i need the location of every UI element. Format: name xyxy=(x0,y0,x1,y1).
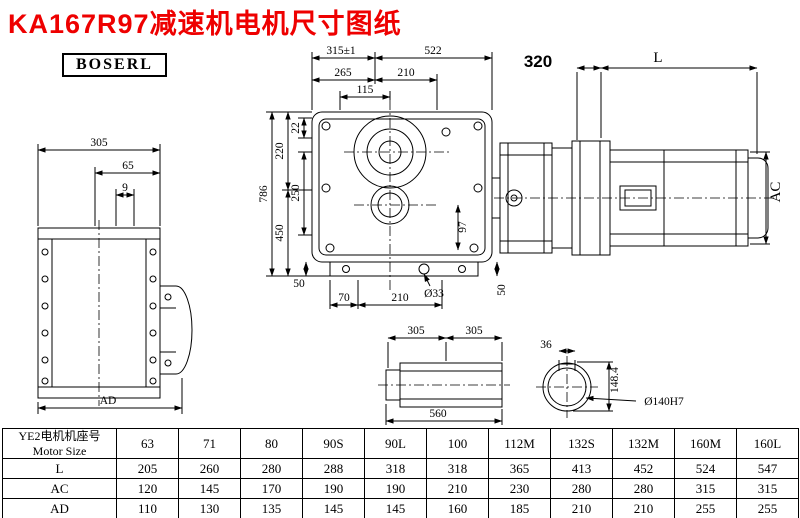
dim-label-250: 250 xyxy=(290,184,302,202)
motor-size-column: 71 xyxy=(178,428,241,459)
table-cell: 145 xyxy=(178,478,241,499)
left-view-dimensions: 305 65 9 AD xyxy=(37,137,183,414)
front-view-dimensions: 315±1 522 265 210 115 786 220 450 22 250… xyxy=(258,45,508,309)
front-view xyxy=(311,100,501,290)
table-cell: 145 xyxy=(302,498,365,518)
table-cell: 280 xyxy=(612,478,675,499)
dim-label-ad: AD xyxy=(100,395,117,407)
motor-size-column: 63 xyxy=(116,428,179,459)
dim-label-560: 560 xyxy=(429,408,447,420)
motor-size-column: 90L xyxy=(364,428,427,459)
table-cell: 160 xyxy=(426,498,489,518)
motor-size-column: 132S xyxy=(550,428,613,459)
motor-size-column: 132M xyxy=(612,428,675,459)
table-cell: 280 xyxy=(240,458,303,479)
table-cell: 210 xyxy=(426,478,489,499)
motor-size-column: 160M xyxy=(674,428,737,459)
table-cell: 135 xyxy=(240,498,303,518)
table-cell: 315 xyxy=(736,478,799,499)
table-cell: 130 xyxy=(178,498,241,518)
table-cell: 255 xyxy=(736,498,799,518)
dim-label-320: 320 xyxy=(524,52,552,71)
dim-label-70: 70 xyxy=(338,292,350,304)
motor-size-column: 90S xyxy=(302,428,365,459)
row-label: AC xyxy=(2,478,117,499)
brand-logo: BOSERL xyxy=(62,53,167,77)
table-cell: 260 xyxy=(178,458,241,479)
table-cell: 255 xyxy=(674,498,737,518)
dim-label-315: 315±1 xyxy=(326,45,356,57)
table-cell: 210 xyxy=(550,498,613,518)
dim-label-65: 65 xyxy=(122,160,134,172)
row-label: AD xyxy=(2,498,117,518)
table-cell: 280 xyxy=(550,478,613,499)
table-cell: 413 xyxy=(550,458,613,479)
table-cell: 120 xyxy=(116,478,179,499)
table-cell: 110 xyxy=(116,498,179,518)
dim-label-115: 115 xyxy=(357,84,374,96)
bore-view xyxy=(536,356,598,418)
table-cell: 190 xyxy=(364,478,427,499)
row-label: L xyxy=(2,458,117,479)
dim-label-36: 36 xyxy=(540,339,552,351)
dim-label-50-right: 50 xyxy=(496,284,508,296)
dim-label-dia140: Ø140H7 xyxy=(644,396,684,408)
table-cell: 230 xyxy=(488,478,551,499)
table-cell: 524 xyxy=(674,458,737,479)
table-cell: 145 xyxy=(364,498,427,518)
table-cell: 185 xyxy=(488,498,551,518)
table-header-en: Motor Size xyxy=(32,443,87,458)
dim-label-50-left: 50 xyxy=(293,278,305,290)
shaft-view xyxy=(378,362,510,408)
dim-label-305: 305 xyxy=(90,137,108,149)
table-cell: 365 xyxy=(488,458,551,479)
dim-label-AC: AC xyxy=(768,182,784,203)
dim-label-148: 148.4 xyxy=(609,367,621,393)
left-side-view xyxy=(37,220,193,406)
dim-label-dia33: Ø33 xyxy=(424,288,444,300)
bore-dimensions: 36 148.4 Ø140H7 xyxy=(540,339,684,412)
dim-label-522: 522 xyxy=(424,45,442,57)
dim-label-210-top: 210 xyxy=(397,67,415,79)
table-cell: 452 xyxy=(612,458,675,479)
dim-label-305a: 305 xyxy=(407,325,425,337)
table-cell: 547 xyxy=(736,458,799,479)
dim-label-97: 97 xyxy=(457,221,469,233)
page-title: KA167R97减速机电机尺寸图纸 xyxy=(8,9,402,39)
motor-size-column: 80 xyxy=(240,428,303,459)
table-header-cn: YE2电机机座号 xyxy=(18,429,101,444)
dim-label-22: 22 xyxy=(290,122,302,134)
dim-label-305b: 305 xyxy=(465,325,483,337)
table-cell: 288 xyxy=(302,458,365,479)
table-cell: 205 xyxy=(116,458,179,479)
motor-side-dimensions: 320 L AC xyxy=(524,50,784,245)
dim-label-450: 450 xyxy=(274,224,286,242)
table-cell: 170 xyxy=(240,478,303,499)
table-cell: 318 xyxy=(364,458,427,479)
motor-side-view xyxy=(494,140,774,256)
dim-label-220: 220 xyxy=(274,142,286,160)
motor-size-column: 112M xyxy=(488,428,551,459)
dim-label-L: L xyxy=(653,50,662,66)
table-cell: 315 xyxy=(674,478,737,499)
dim-label-210-bottom: 210 xyxy=(391,292,409,304)
dim-label-786: 786 xyxy=(258,185,270,203)
table-cell: 318 xyxy=(426,458,489,479)
motor-size-column: 100 xyxy=(426,428,489,459)
shaft-dimensions: 305 305 560 xyxy=(385,325,503,425)
motor-size-column: 160L xyxy=(736,428,799,459)
technical-drawing-canvas: 305 65 9 AD xyxy=(37,45,784,425)
dim-label-265: 265 xyxy=(334,67,352,79)
table-cell: 210 xyxy=(612,498,675,518)
dim-label-9: 9 xyxy=(122,182,128,194)
table-cell: 190 xyxy=(302,478,365,499)
